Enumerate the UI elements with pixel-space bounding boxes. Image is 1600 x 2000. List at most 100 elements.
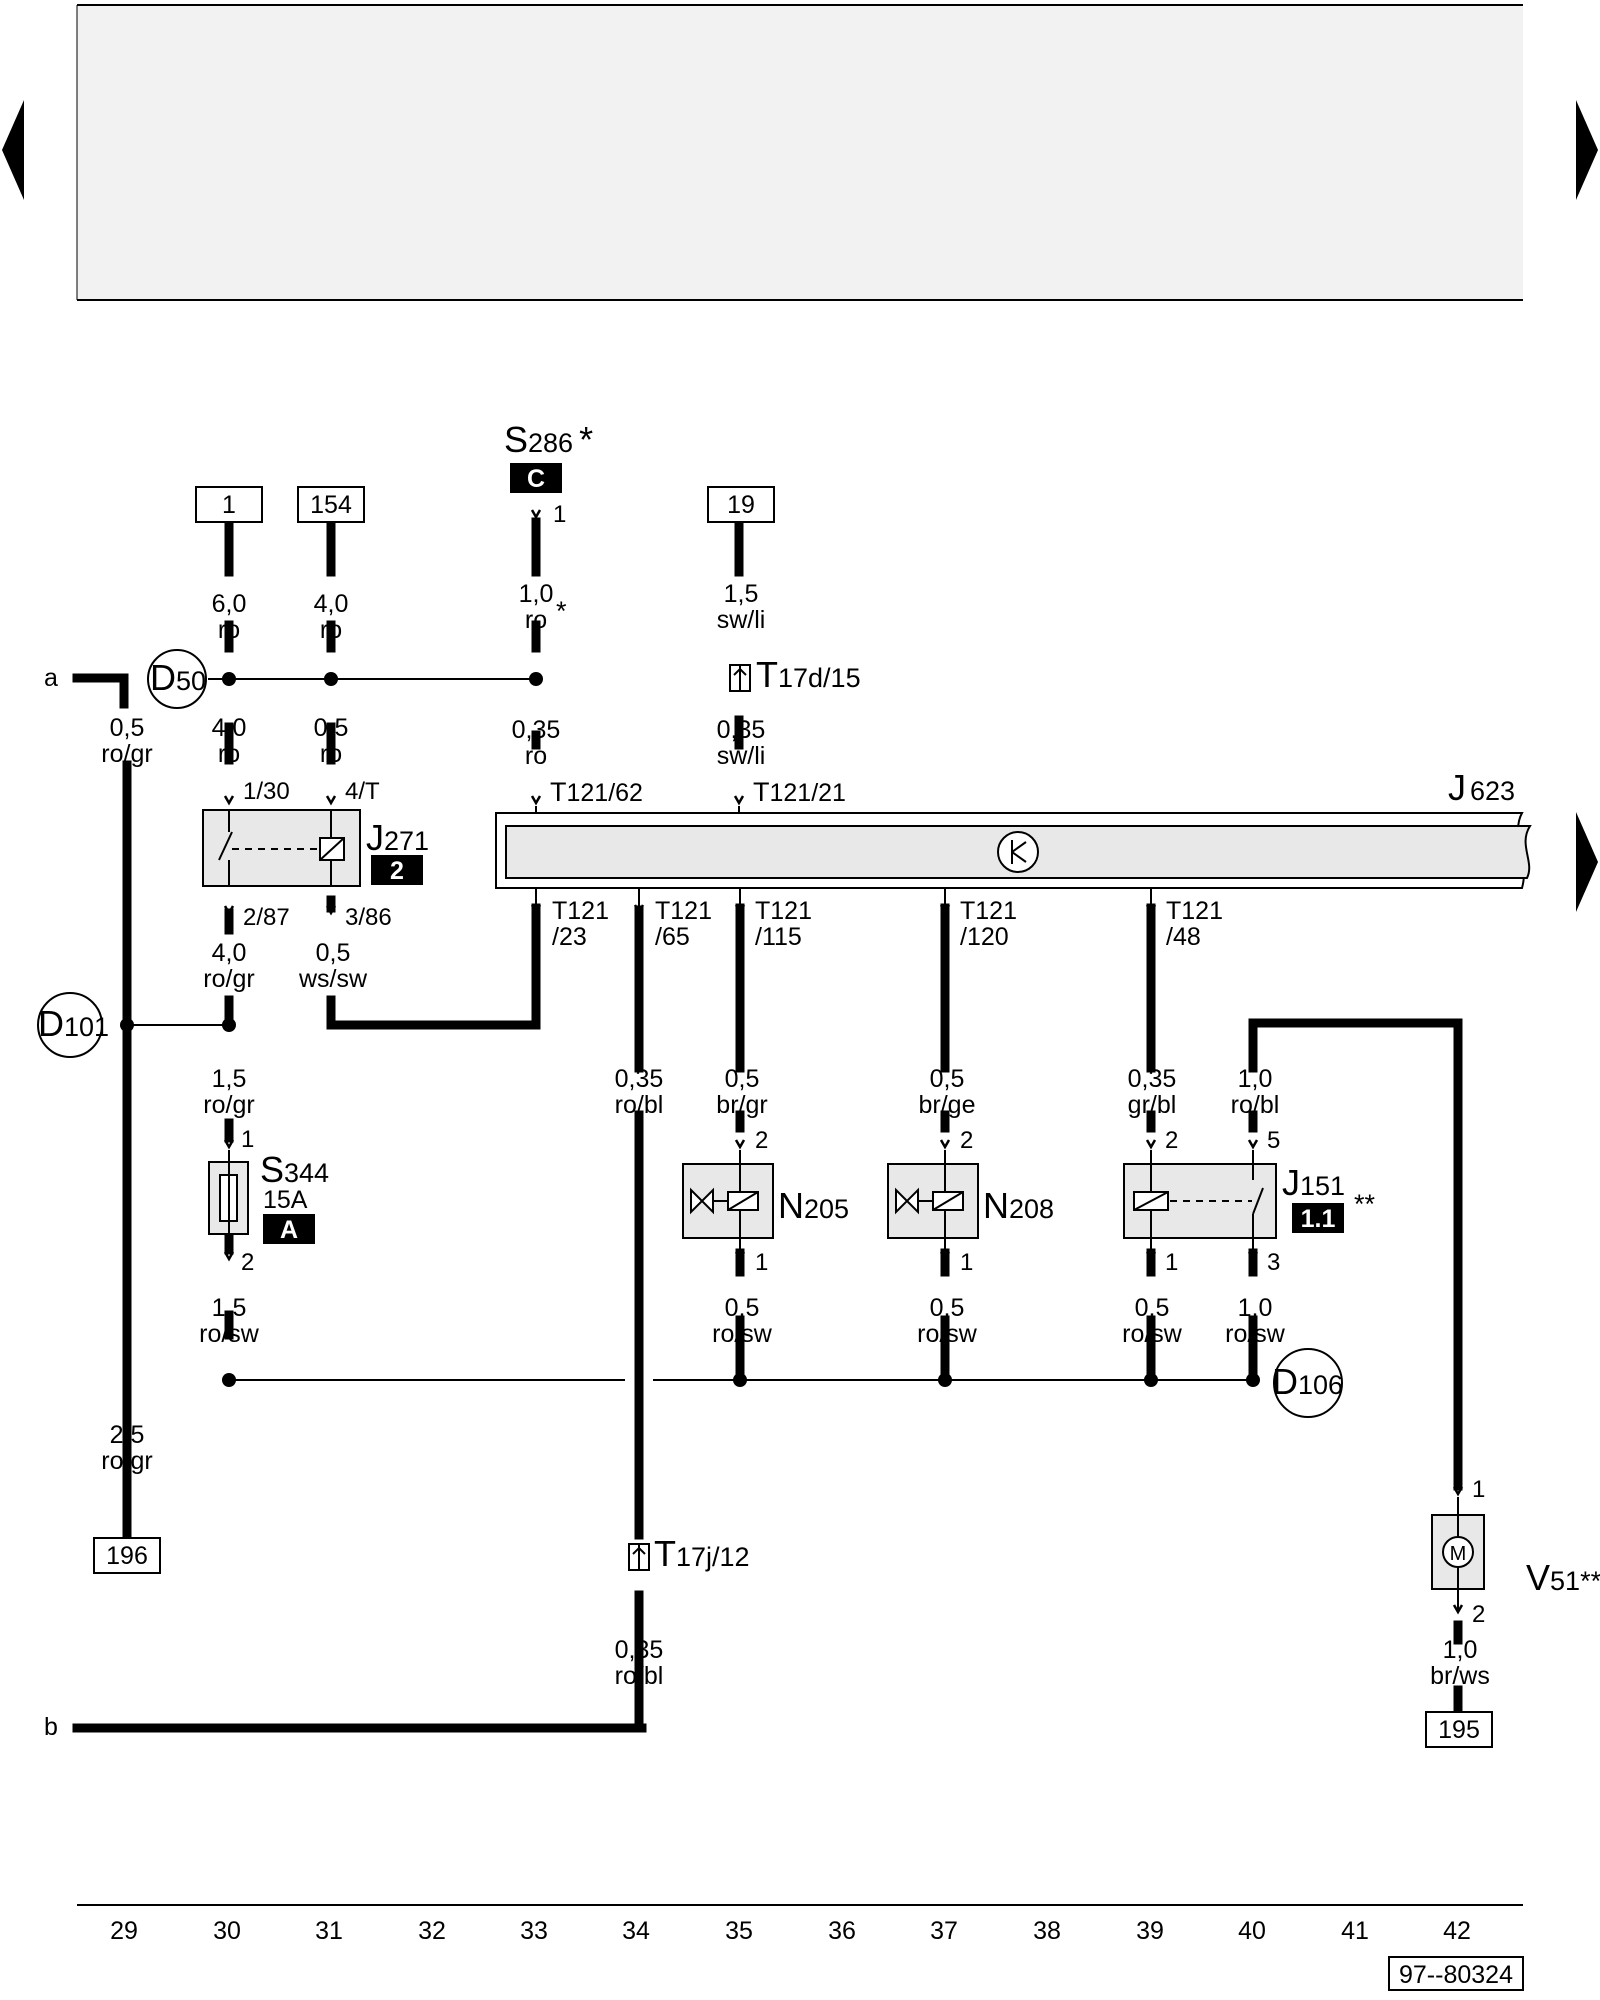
svg-text:ws/sw: ws/sw (298, 965, 368, 993)
svg-text:br/gr: br/gr (716, 1091, 767, 1119)
wire-label: 1,0ro/bl (1231, 1065, 1280, 1119)
connector-t121-120: T121 /120 (960, 897, 1017, 951)
j271-relay[interactable]: J271 2 1/30 4/T 2/87 3/86 (202, 778, 429, 931)
svg-text:35: 35 (725, 1917, 753, 1945)
svg-text:0,5: 0,5 (930, 1294, 965, 1322)
wire-label: 0,5ws/sw (298, 939, 368, 993)
svg-text:0,5: 0,5 (725, 1294, 760, 1322)
svg-text:**: ** (1354, 1189, 1376, 1219)
svg-text:1: 1 (553, 501, 566, 528)
svg-text:6,0: 6,0 (212, 590, 247, 618)
connector-t121-65: T121 /65 (655, 897, 712, 951)
svg-text:ro: ro (525, 606, 547, 634)
wire-label: 1,5ro/gr (203, 1065, 254, 1119)
svg-text:2: 2 (1472, 1601, 1485, 1628)
svg-text:1,5: 1,5 (212, 1065, 247, 1093)
svg-text:1: 1 (1472, 1476, 1485, 1503)
ref-box-19[interactable]: 19 (707, 486, 775, 523)
n205-valve[interactable]: N205 2 1 (682, 1127, 849, 1276)
ref-box-154[interactable]: 154 (297, 486, 365, 523)
connector-t121-21: T121/21 (753, 777, 846, 807)
svg-text:ro/sw: ro/sw (1225, 1320, 1286, 1348)
wire-label: 2,5ro/gr (101, 1421, 152, 1475)
svg-text:34: 34 (622, 1917, 650, 1945)
s286-fuse[interactable]: S286* C 1 (504, 419, 593, 528)
j623-pin-stubs (535, 806, 1152, 906)
svg-text:C: C (527, 465, 545, 493)
svg-text:31: 31 (315, 1917, 343, 1945)
svg-text:1/30: 1/30 (243, 778, 290, 805)
previous-page-arrow[interactable] (2, 100, 24, 200)
svg-text:1: 1 (755, 1249, 768, 1276)
ref-box-195[interactable]: 195 (1425, 1711, 1493, 1748)
svg-text:3: 3 (1267, 1249, 1280, 1276)
svg-text:1,0: 1,0 (1238, 1294, 1273, 1322)
svg-text:36: 36 (828, 1917, 856, 1945)
n208-valve[interactable]: N208 2 1 (887, 1127, 1054, 1276)
header-panel (76, 4, 1523, 301)
svg-text:33: 33 (520, 1917, 548, 1945)
svg-text:S344: S344 (260, 1149, 329, 1190)
svg-text:ro/gr: ro/gr (203, 1091, 254, 1119)
svg-text:N205: N205 (778, 1185, 849, 1226)
next-page-arrow[interactable] (1576, 100, 1598, 200)
connector-t17d[interactable]: T17d/15 (729, 654, 861, 695)
svg-text:T121: T121 (552, 897, 609, 925)
svg-text:D106: D106 (1272, 1361, 1343, 1402)
connector-t121-23: T121 /23 (552, 897, 609, 951)
svg-text:V51**: V51** (1526, 1557, 1600, 1598)
svg-text:ro/sw: ro/sw (712, 1320, 773, 1348)
wire-label: 1,0ro/sw (1225, 1294, 1286, 1348)
wire-label: 0,5ro/sw (1122, 1294, 1183, 1348)
svg-text:/48: /48 (1166, 923, 1201, 951)
connector-t17j[interactable]: T17j/12 (628, 1533, 750, 1574)
svg-text:4/T: 4/T (345, 778, 380, 805)
wire-label: 1,5ro/sw (199, 1294, 260, 1348)
ref-box-196[interactable]: 196 (93, 1537, 161, 1574)
svg-text:sw/li: sw/li (717, 606, 766, 634)
svg-text:sw/li: sw/li (717, 742, 766, 770)
svg-text:ro: ro (320, 616, 342, 644)
svg-text:/120: /120 (960, 923, 1009, 951)
svg-text:1: 1 (222, 491, 236, 519)
svg-text:ro: ro (218, 740, 240, 768)
connector-t121-115: T121 /115 (755, 897, 812, 951)
svg-text:/23: /23 (552, 923, 587, 951)
svg-text:ro/sw: ro/sw (917, 1320, 978, 1348)
wire-label: 4,0ro/gr (203, 939, 254, 993)
svg-text:D101: D101 (38, 1003, 109, 1044)
node-d106[interactable]: D106 (1272, 1348, 1343, 1418)
svg-text:S286*: S286* (504, 419, 593, 460)
svg-text:0,35: 0,35 (615, 1636, 664, 1664)
node-d101[interactable]: D101 (37, 992, 109, 1058)
grid-numbers: 29 30 31 32 33 34 35 36 37 38 39 40 41 4… (110, 1917, 1471, 1945)
wire-label: 1,0ro* (519, 580, 567, 634)
wire-label: 6,0ro (212, 590, 247, 644)
svg-text:1,5: 1,5 (212, 1294, 247, 1322)
svg-text:T121: T121 (960, 897, 1017, 925)
svg-text:0,5: 0,5 (314, 714, 349, 742)
thin-wires (127, 678, 1253, 1381)
svg-text:ro: ro (525, 742, 547, 770)
svg-text:0,5: 0,5 (316, 939, 351, 967)
ref-box-1[interactable]: 1 (195, 486, 263, 523)
svg-text:0,5: 0,5 (1135, 1294, 1170, 1322)
svg-text:ro/gr: ro/gr (101, 740, 152, 768)
svg-text:N208: N208 (983, 1185, 1054, 1226)
svg-text:30: 30 (213, 1917, 241, 1945)
v51-motor[interactable]: M V51** 1 2 (1431, 1476, 1600, 1628)
j151-relay[interactable]: J151 1.1 ** 2 1 5 3 (1123, 1127, 1376, 1276)
connector-t121-62: T121/62 (550, 777, 643, 807)
s344-fuse[interactable]: S344 15A A 1 2 (208, 1126, 329, 1276)
svg-text:T121: T121 (755, 897, 812, 925)
svg-text:1: 1 (241, 1126, 254, 1153)
node-d50[interactable]: D50 (147, 649, 207, 709)
diagram-id: 97--80324 (1388, 1956, 1524, 1991)
continue-arrow[interactable] (1576, 812, 1598, 912)
svg-text:5: 5 (1267, 1127, 1280, 1154)
svg-text:A: A (280, 1216, 298, 1244)
